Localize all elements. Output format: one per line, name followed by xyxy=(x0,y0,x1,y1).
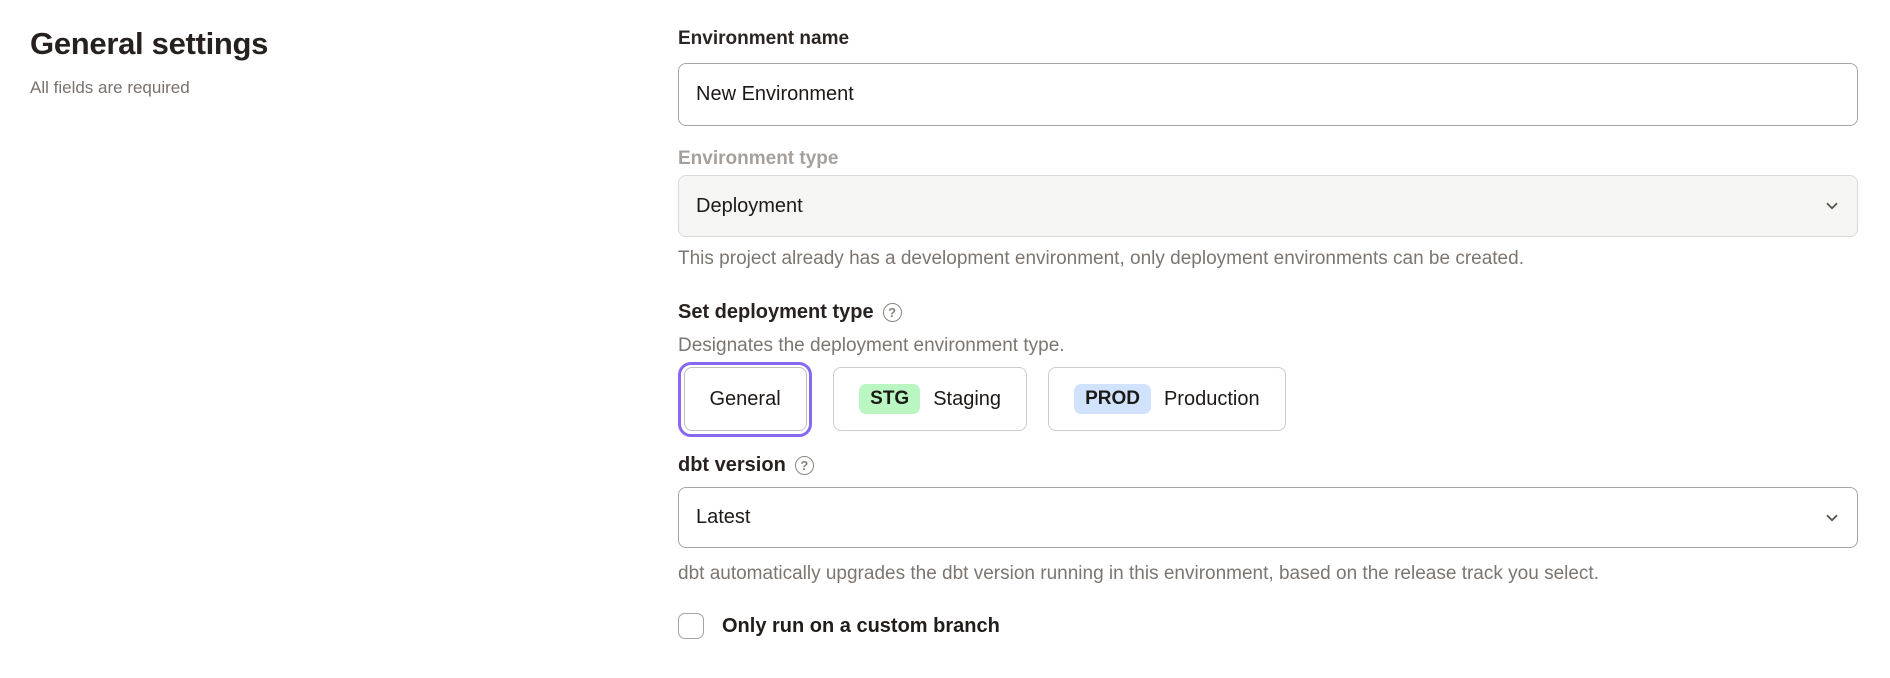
deployment-type-label: Set deployment type xyxy=(678,301,874,323)
deployment-type-general-button[interactable]: General xyxy=(683,367,807,431)
environment-settings-form: Environment name Environment type Deploy… xyxy=(678,28,1858,648)
production-option-label: Production xyxy=(1163,387,1260,410)
production-badge: PROD xyxy=(1074,384,1151,414)
dbt-version-label: dbt version xyxy=(678,454,786,476)
custom-branch-row: Only run on a custom branch xyxy=(678,613,1858,639)
deployment-type-production-button[interactable]: PROD Production xyxy=(1048,367,1286,431)
deployment-type-helper: Designates the deployment environment ty… xyxy=(678,335,1065,356)
help-icon[interactable]: ? xyxy=(794,456,814,475)
selected-option-ring: General xyxy=(678,361,813,437)
environment-name-input[interactable] xyxy=(678,63,1858,126)
dbt-version-label-row: dbt version ? xyxy=(678,454,1858,477)
environment-type-helper: This project already has a development e… xyxy=(678,248,1524,269)
chevron-down-icon xyxy=(1823,509,1841,527)
staging-badge: STG xyxy=(859,384,921,414)
chevron-down-icon xyxy=(1823,197,1841,215)
deployment-type-label-row: Set deployment type ? xyxy=(678,301,1858,324)
settings-header: General settings All fields are required xyxy=(30,26,268,98)
dbt-version-helper: dbt automatically upgrades the dbt versi… xyxy=(678,563,1599,584)
custom-branch-label: Only run on a custom branch xyxy=(722,614,1000,637)
deployment-type-staging-button[interactable]: STG Staging xyxy=(833,367,1028,431)
general-option-label: General xyxy=(709,387,781,410)
dbt-version-value: Latest xyxy=(696,506,751,528)
help-icon[interactable]: ? xyxy=(882,303,902,322)
dbt-version-row: Latest xyxy=(678,487,1858,548)
custom-branch-checkbox[interactable] xyxy=(678,613,704,639)
page-subtitle: All fields are required xyxy=(30,78,190,97)
environment-type-label: Environment type xyxy=(678,148,839,169)
dbt-version-select[interactable]: Latest xyxy=(678,487,1858,548)
environment-type-row: Deployment xyxy=(678,175,1858,237)
environment-name-label-row: Environment name xyxy=(678,28,1858,50)
environment-name-label: Environment name xyxy=(678,28,850,49)
environment-type-select[interactable]: Deployment xyxy=(678,175,1858,237)
page-title: General settings xyxy=(30,26,269,61)
staging-option-label: Staging xyxy=(933,387,1002,410)
deployment-type-options: General STG Staging PROD Production xyxy=(678,361,1858,437)
environment-type-label-row: Environment type xyxy=(678,148,1858,170)
environment-name-row xyxy=(678,63,1858,126)
environment-type-value: Deployment xyxy=(696,194,803,217)
